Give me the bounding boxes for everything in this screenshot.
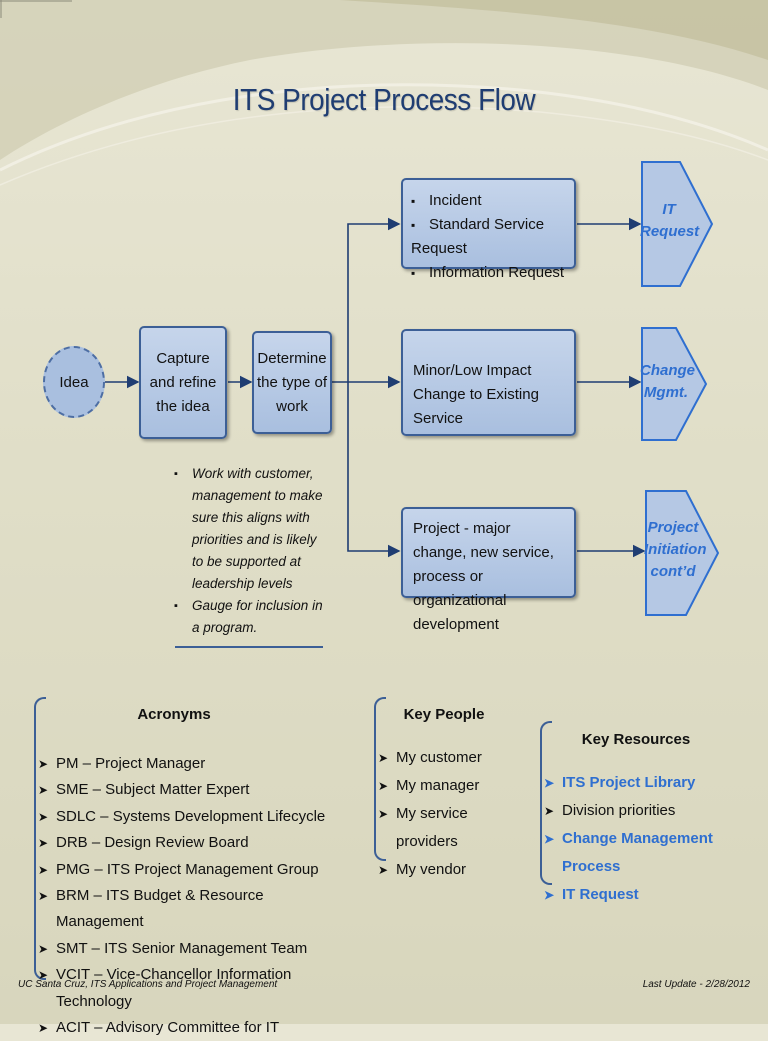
acronym-item: PMG – ITS Project Management Group [38, 857, 334, 884]
capture-label: Capture and refine the idea [149, 349, 217, 415]
outcome3-text: Project Initiation cont’d [644, 519, 707, 580]
note-divider [175, 646, 323, 648]
acronym-item: SMT – ITS Senior Management Team [38, 936, 334, 963]
outcome2-shape [641, 327, 708, 441]
branch2-label: Minor/Low Impact Change to Existing Serv… [413, 362, 539, 427]
key-resources-panel: Key Resources ITS Project Library Divisi… [540, 721, 735, 909]
branch1-item: Incident [411, 189, 566, 213]
key-people-heading: Key People [403, 706, 485, 723]
determine-box: Determine the type of work [252, 331, 332, 434]
outcome3-shape [645, 490, 720, 616]
outcome2-text: Change Mgmt. [640, 362, 696, 401]
note-item: Gauge for inclusion in a program. [174, 595, 327, 639]
acronyms-heading: Acronyms [137, 706, 211, 723]
acronym-item: SDLC – Systems Development Lifecycle [38, 804, 334, 831]
resource-link-it-request[interactable]: IT Request [544, 881, 735, 909]
acronym-item: DRB – Design Review Board [38, 830, 334, 857]
determine-label: Determine the type of work [256, 349, 328, 415]
idea-node: Idea [43, 346, 105, 418]
footer-right: Last Update - 2/28/2012 [642, 979, 750, 990]
outcome3-label: Project Initiation cont’d [644, 517, 707, 583]
work-note: Work with customer, management to make s… [172, 463, 327, 639]
key-people-panel: Key People My customer My manager My ser… [374, 697, 514, 884]
outcome2-label: Change Mgmt. [640, 360, 696, 404]
footer-left: UC Santa Cruz, ITS Applications and Proj… [18, 979, 278, 990]
key-people-item: My vendor [378, 856, 514, 884]
page-title: ITS Project Process Flow [232, 82, 536, 117]
acronyms-panel: Acronyms PM – Project Manager SME – Subj… [34, 697, 334, 1041]
key-resources-heading: Key Resources [581, 731, 691, 748]
acronyms-list: PM – Project Manager SME – Subject Matte… [38, 751, 334, 1041]
outcome1-shape [641, 161, 714, 287]
key-people-list: My customer My manager My service provid… [378, 744, 514, 884]
acronym-item: ACIT – Advisory Committee for IT [38, 1015, 334, 1041]
outcome1-text: IT Request [640, 201, 700, 240]
key-people-item: My service providers [378, 800, 514, 856]
acronym-item: BRM – ITS Budget & Resource Management [38, 883, 334, 936]
key-resources-list: ITS Project Library Division priorities … [544, 769, 735, 909]
key-people-item: My customer [378, 744, 514, 772]
acronym-item: PM – Project Manager [38, 751, 334, 778]
capture-box: Capture and refine the idea [139, 326, 227, 439]
resource-link-project-library[interactable]: ITS Project Library [544, 769, 735, 797]
idea-label: Idea [59, 373, 89, 391]
resource-item-division-priorities: Division priorities [544, 797, 735, 825]
background-swoosh [0, 0, 768, 186]
branch1-item: Standard Service Request [411, 213, 566, 261]
outcome1-label: IT Request [640, 199, 700, 243]
branch3-label: Project - major change, new service, pro… [413, 520, 554, 633]
acronym-item: SME – Subject Matter Expert [38, 777, 334, 804]
branch2-box: Minor/Low Impact Change to Existing Serv… [401, 329, 576, 436]
branch1-box: Incident Standard Service Request Inform… [401, 178, 576, 281]
key-people-item: My manager [378, 772, 514, 800]
resource-link-change-management[interactable]: Change Management Process [544, 825, 735, 881]
branch3-box: Project - major change, new service, pro… [401, 507, 576, 633]
acronym-item: VCIT – Vice-Chancellor Information Techn… [38, 962, 334, 1015]
note-item: Work with customer, management to make s… [174, 463, 327, 595]
branch1-list: Incident Standard Service Request Inform… [411, 189, 566, 285]
branch1-item: Information Request [411, 261, 566, 285]
